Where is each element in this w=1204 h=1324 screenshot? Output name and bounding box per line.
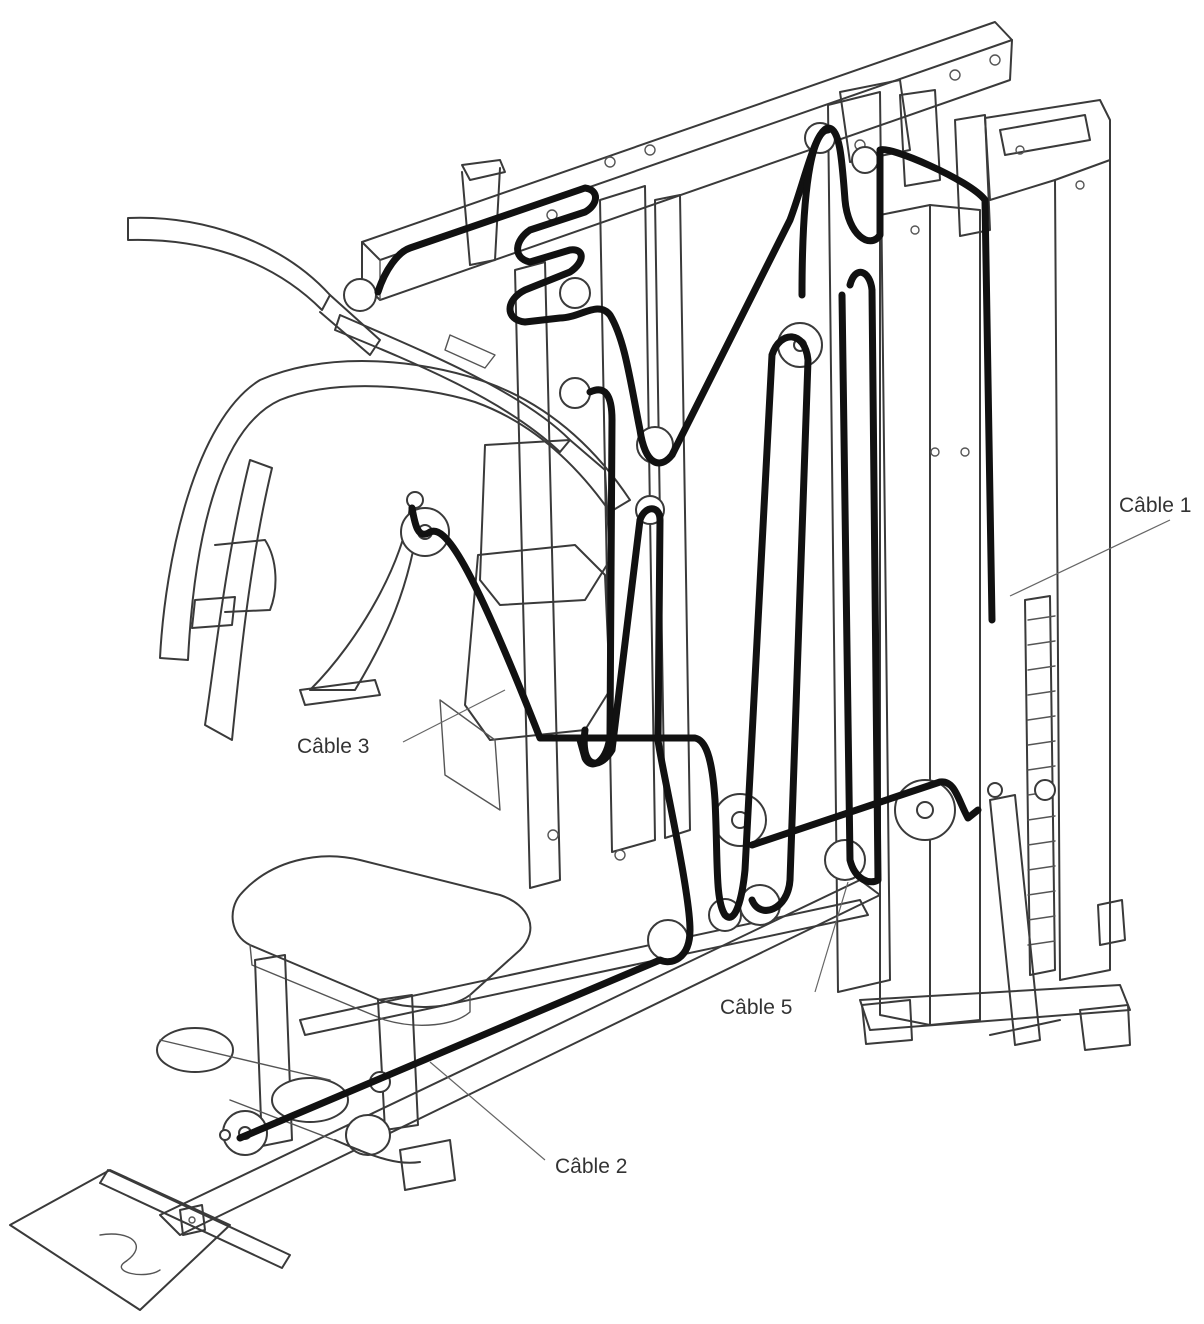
seat bbox=[156, 855, 532, 1164]
label-cable-2: Câble 2 bbox=[555, 1155, 628, 1178]
leader-lines bbox=[402, 519, 1171, 1161]
cable-3 bbox=[408, 333, 812, 921]
leader-cable-5 bbox=[814, 881, 849, 993]
cables bbox=[236, 124, 996, 1142]
base-frame bbox=[159, 794, 1131, 1236]
cable-lower-loop bbox=[236, 505, 694, 1142]
weight-stack-tower bbox=[879, 99, 1111, 1026]
leader-cable-3 bbox=[402, 689, 506, 743]
back-pad bbox=[439, 439, 611, 811]
cable-5-tail bbox=[748, 778, 982, 849]
press-arm bbox=[127, 159, 571, 453]
label-cable-5: Câble 5 bbox=[720, 996, 793, 1019]
foot-plate bbox=[9, 1169, 291, 1311]
label-cable-3: Câble 3 bbox=[297, 735, 370, 758]
cable-press-arm bbox=[374, 124, 996, 624]
leader-cable-2 bbox=[429, 1061, 546, 1161]
cable-5 bbox=[838, 269, 882, 886]
uprights bbox=[514, 79, 991, 993]
chest-arms bbox=[159, 360, 631, 741]
leader-cable-1 bbox=[1009, 519, 1171, 597]
label-cable-1: Câble 1 bbox=[1119, 494, 1192, 517]
cable-upper-pulleys bbox=[798, 126, 832, 299]
